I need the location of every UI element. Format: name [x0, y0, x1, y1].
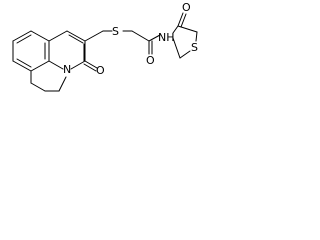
- amide-nh-label: NH: [158, 31, 175, 44]
- left-benzo-ring: [12, 30, 50, 72]
- ring-n-label: N: [63, 63, 71, 76]
- bond: [180, 13, 187, 28]
- bond: [195, 31, 198, 42]
- bond: [48, 60, 64, 70]
- saturated-ring: [30, 70, 67, 92]
- bond: [83, 63, 97, 72]
- bond: [48, 30, 68, 42]
- bond: [177, 12, 184, 27]
- pyridone-ring: [48, 30, 86, 70]
- bond: [131, 30, 150, 42]
- bond: [30, 82, 46, 92]
- bond: [179, 50, 191, 59]
- bond: [16, 58, 32, 68]
- bond: [12, 30, 32, 42]
- bond: [148, 34, 161, 42]
- thiolactone-ring: [172, 12, 198, 59]
- bond: [30, 30, 50, 42]
- bond: [172, 37, 181, 59]
- bond: [70, 60, 86, 70]
- bond: [172, 25, 179, 34]
- thioether-s-label: S: [112, 25, 119, 38]
- bond: [66, 30, 86, 42]
- bond: [30, 60, 50, 72]
- ring-thione-o-label: O: [182, 1, 191, 14]
- bond: [84, 30, 104, 42]
- side-chain: [84, 30, 161, 55]
- bond: [58, 76, 67, 92]
- molecule-structure: N O S O NH O S: [12, 1, 198, 92]
- lactam-o-label: O: [96, 64, 105, 77]
- bond: [12, 60, 32, 72]
- bond: [68, 34, 84, 44]
- ring-s-label: S: [191, 41, 198, 54]
- amide-o-label: O: [146, 54, 155, 67]
- bond: [84, 60, 98, 69]
- bond: [16, 34, 32, 44]
